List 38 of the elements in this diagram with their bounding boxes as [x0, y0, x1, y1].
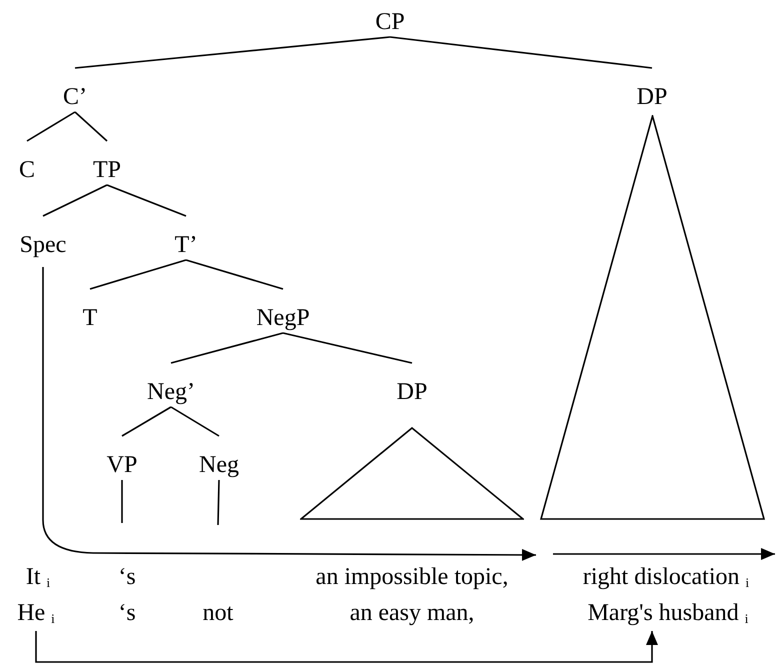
arrow	[35, 631, 658, 663]
tree-label: NegP	[256, 306, 310, 330]
tree-branch	[106, 184, 186, 217]
tree-branch	[42, 184, 108, 217]
tree-label: TP	[92, 158, 121, 182]
tree-label: DP	[396, 380, 428, 404]
sentence-word: ‘s	[118, 565, 136, 589]
tree-label: VP	[106, 453, 138, 477]
tree-label: CP	[375, 10, 405, 34]
tree-branch	[90, 259, 186, 290]
sentence-word: Marg's husband $_{i}$	[588, 601, 748, 625]
tree-label: T’	[174, 233, 198, 257]
sentence-word: He $_{i}$	[17, 601, 55, 625]
arrow	[42, 267, 536, 561]
sentence-word: an impossible topic,	[316, 565, 508, 589]
tree-branch	[26, 111, 76, 142]
sentence-word: It $_{i}$	[26, 565, 50, 589]
tree-label: Neg’	[147, 380, 195, 404]
sentence-word: not	[202, 601, 234, 625]
tree-label: C	[18, 158, 35, 182]
tree-branch	[390, 36, 652, 69]
tree-branch	[74, 36, 390, 69]
tree-branch	[170, 406, 220, 437]
tree-branch	[217, 480, 220, 526]
tree-branch	[121, 480, 123, 523]
tree-label: C’	[63, 85, 87, 109]
tree-label: T	[82, 306, 98, 330]
tree-label: Spec	[20, 233, 66, 257]
tree-label: Neg	[199, 453, 239, 477]
tree-label: DP	[636, 85, 668, 109]
tree-branch	[122, 406, 172, 437]
sentence-word: right dislocation $_{i}$	[582, 565, 750, 589]
sentence-word: an easy man,	[350, 601, 474, 625]
tree-branch	[186, 259, 284, 290]
tree-branch	[282, 332, 412, 364]
tree-branch	[170, 332, 284, 364]
sentence-word: ‘s	[118, 601, 136, 625]
tree-branch	[74, 111, 108, 142]
